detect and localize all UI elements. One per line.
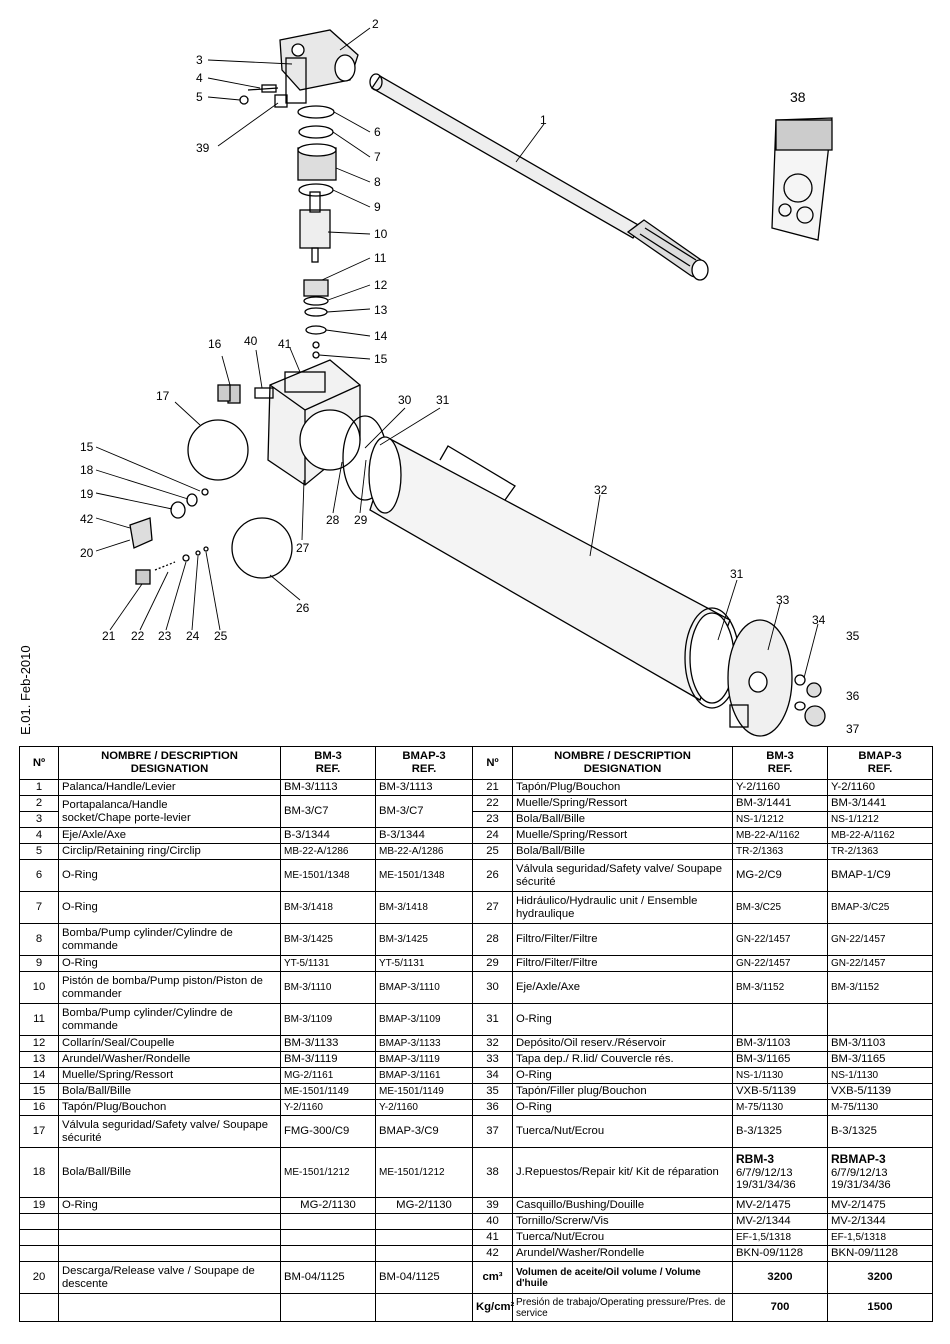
edition-date: E.01. Feb-2010 [18, 645, 33, 735]
callout-8: 8 [374, 175, 381, 189]
callout-28: 28 [326, 513, 340, 527]
callout-36: 36 [846, 689, 860, 703]
header-num: Nº [19, 746, 59, 780]
callout-labels: 2 3 4 5 39 6 7 8 9 10 11 12 13 14 15 1 3… [80, 17, 860, 736]
callout-22: 22 [131, 629, 145, 643]
callout-2: 2 [372, 17, 379, 31]
callout-19: 19 [80, 487, 94, 501]
header-num-right: Nº [472, 746, 513, 780]
callout-12: 12 [374, 278, 388, 292]
callout-6: 6 [374, 125, 381, 139]
callout-18: 18 [80, 463, 94, 477]
callout-4: 4 [196, 71, 203, 85]
handle-part [369, 73, 709, 281]
callout-29: 29 [354, 513, 368, 527]
callout-38: 38 [790, 89, 806, 105]
detail-circle-17 [187, 419, 249, 481]
callout-40: 40 [244, 334, 258, 348]
callout-31-bottom: 31 [730, 567, 744, 581]
callout-10: 10 [374, 227, 388, 241]
callout-21: 21 [102, 629, 116, 643]
callout-37: 37 [846, 722, 860, 736]
callout-7: 7 [374, 150, 381, 164]
callout-11: 11 [374, 251, 387, 265]
callout-9: 9 [374, 200, 381, 214]
callout-35: 35 [846, 629, 860, 643]
callout-41: 41 [278, 337, 292, 351]
callout-5: 5 [196, 90, 203, 104]
callout-33: 33 [776, 593, 790, 607]
callout-24: 24 [186, 629, 200, 643]
callout-27: 27 [296, 541, 310, 555]
callout-32: 32 [594, 483, 608, 497]
callout-20: 20 [80, 546, 94, 560]
hydraulic-unit-body [227, 359, 361, 486]
callout-23: 23 [158, 629, 172, 643]
callout-25: 25 [214, 629, 228, 643]
callout-3: 3 [196, 53, 203, 67]
exploded-parts-drawing: 2 3 4 5 39 6 7 8 9 10 11 12 13 14 15 1 3… [80, 17, 860, 737]
callout-42: 42 [80, 512, 94, 526]
callout-39: 39 [196, 141, 210, 155]
callout-15-left: 15 [80, 440, 94, 454]
callout-34: 34 [812, 613, 826, 627]
callout-16: 16 [208, 337, 222, 351]
repair-kit-card [771, 117, 833, 241]
callout-31-top: 31 [436, 393, 450, 407]
reservoir-lid [727, 619, 826, 737]
leader-lines [95, 27, 819, 679]
callout-13: 13 [374, 303, 388, 317]
valve-parts [129, 384, 231, 585]
detail-circle-26 [231, 517, 293, 579]
reservoir-part [368, 436, 740, 709]
handle-socket-part [239, 29, 359, 108]
callout-30: 30 [398, 393, 412, 407]
callout-14: 14 [374, 329, 388, 343]
callout-17: 17 [156, 389, 170, 403]
callout-15-top: 15 [374, 352, 388, 366]
callout-1: 1 [540, 113, 547, 127]
pump-column-parts [297, 105, 337, 359]
callout-26: 26 [296, 601, 310, 615]
